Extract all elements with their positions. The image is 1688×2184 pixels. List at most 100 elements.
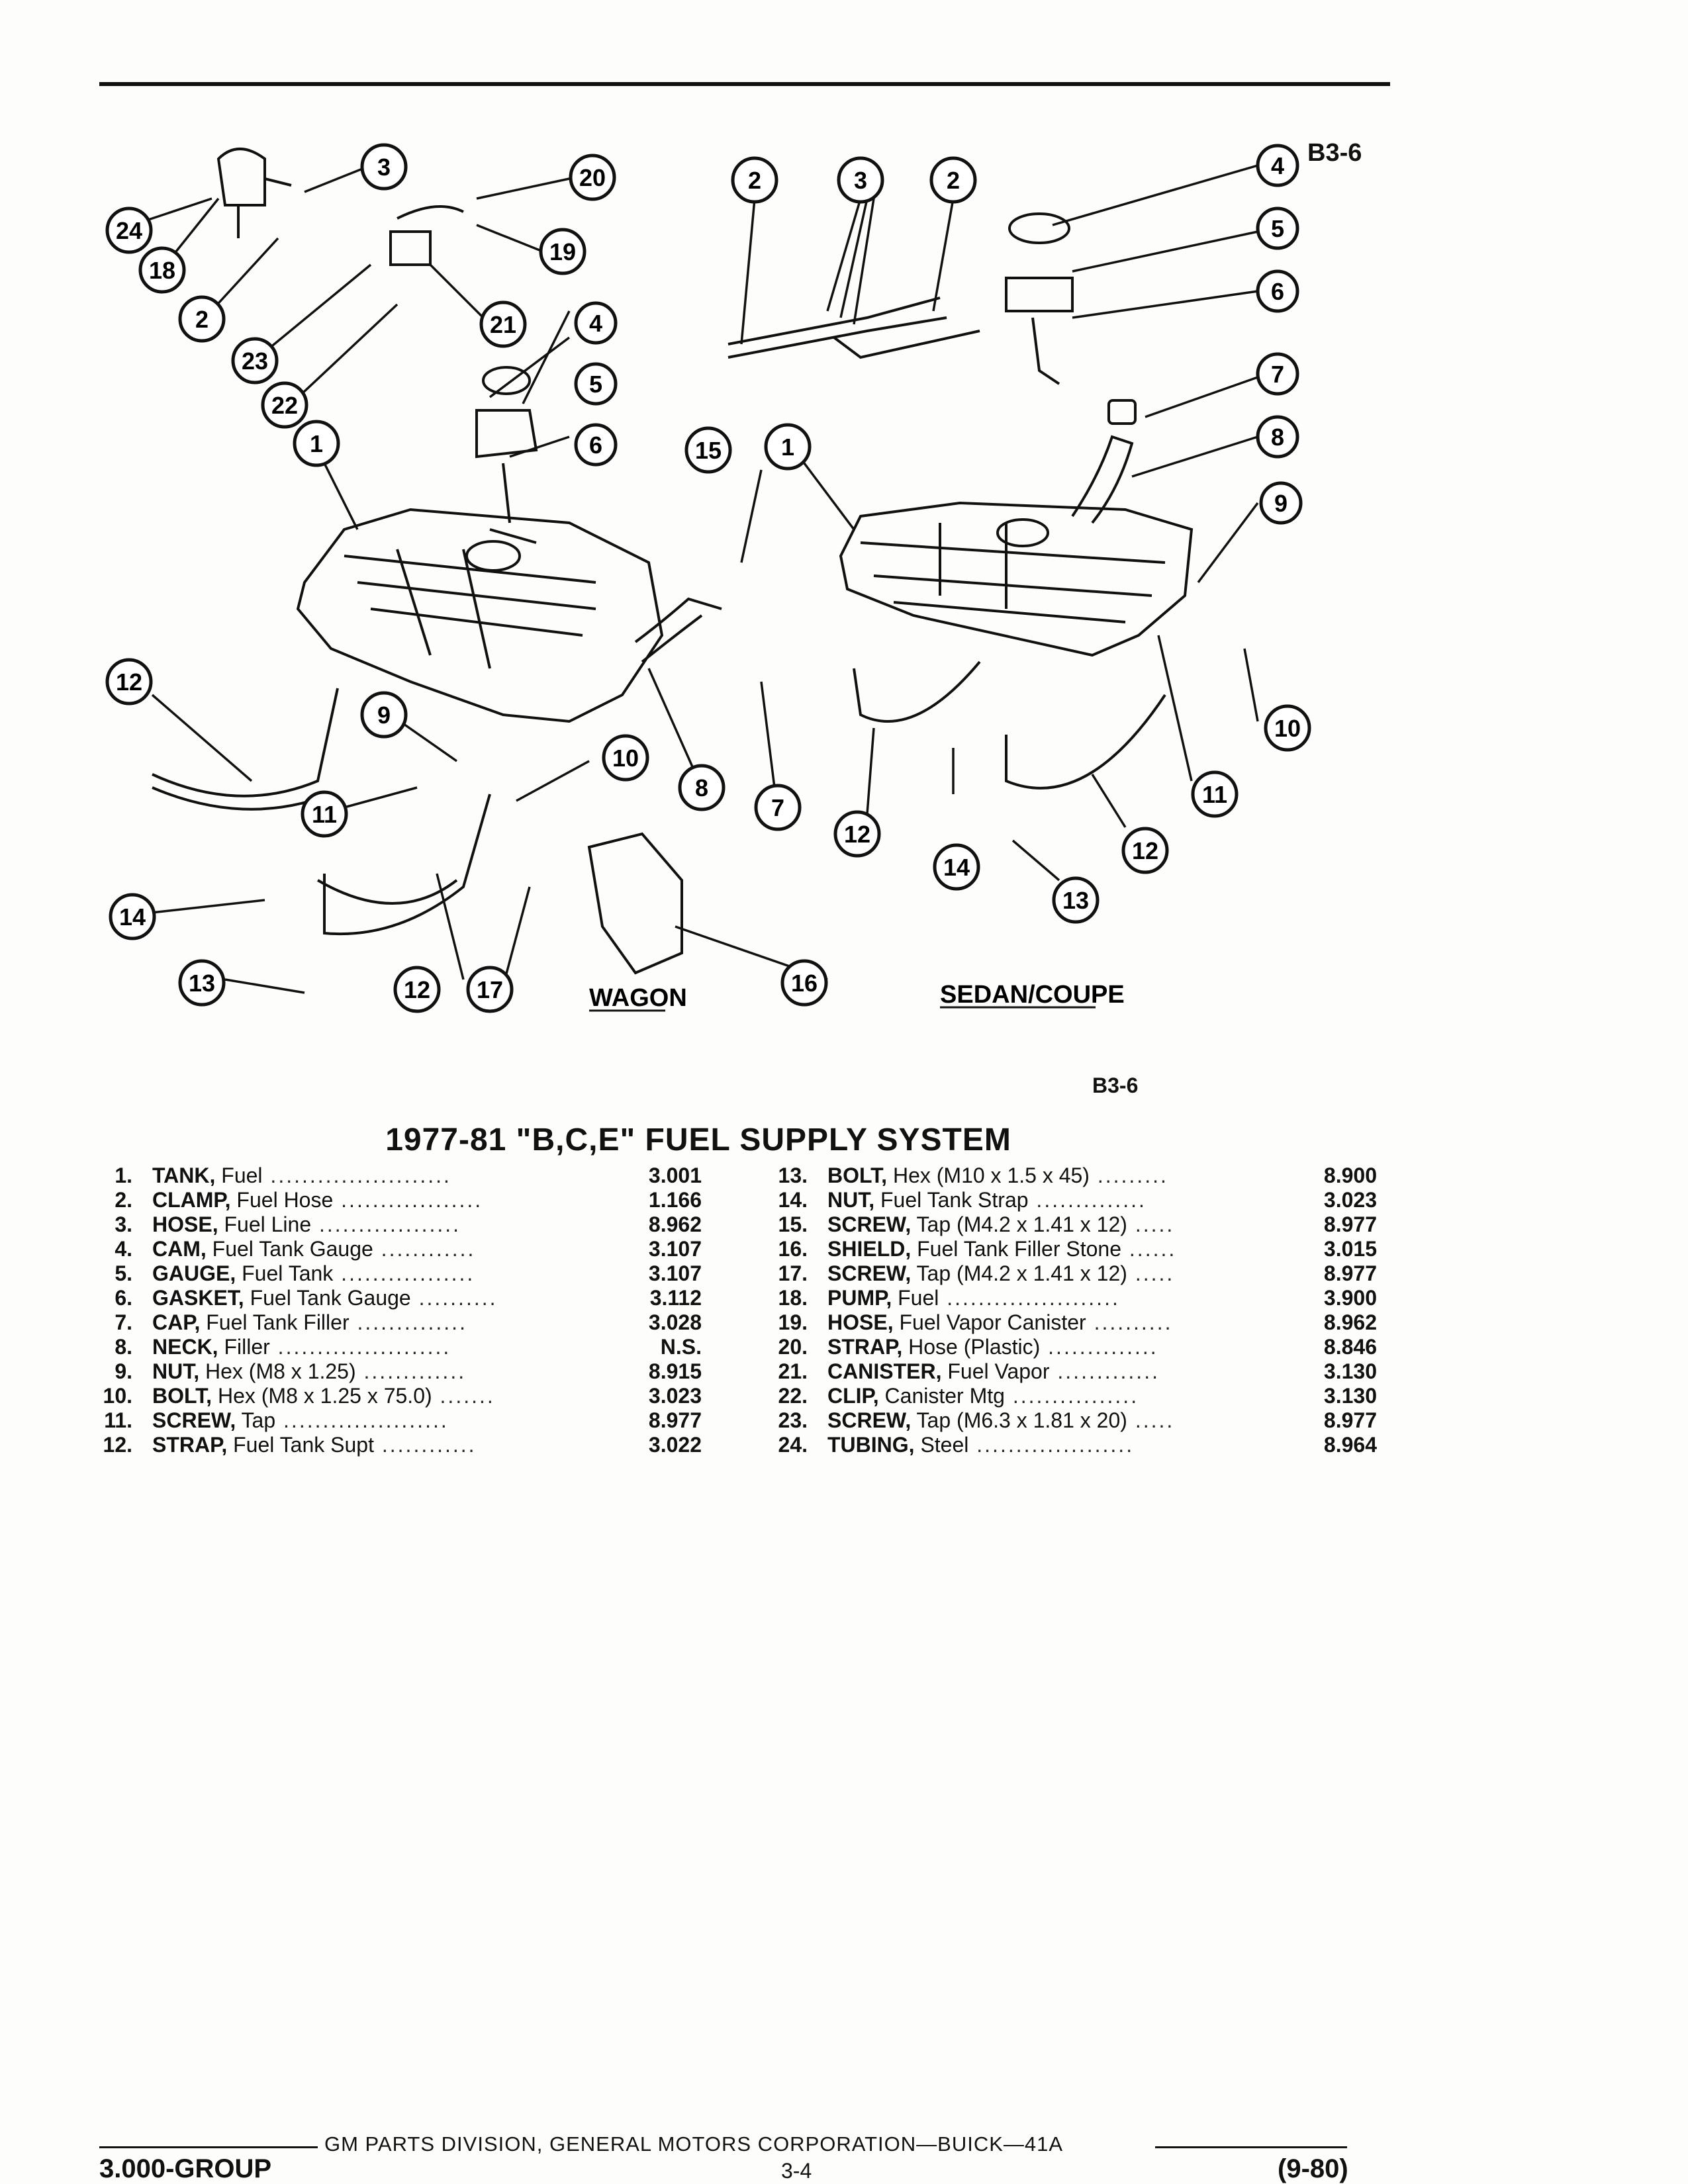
part-number: 23.: [778, 1408, 808, 1432]
part-description: CAM, Fuel Tank Gauge ............: [152, 1237, 609, 1261]
part-number: 11.: [104, 1408, 132, 1432]
svg-text:2: 2: [947, 167, 960, 194]
part-row: 16.SHIELD, Fuel Tank Filler Stone ......…: [761, 1237, 1377, 1261]
group-number: 8.846: [1323, 1335, 1377, 1359]
group-number: 3.130: [1323, 1359, 1377, 1383]
part-detail: Fuel Tank Gauge: [244, 1286, 411, 1310]
svg-text:1: 1: [310, 430, 323, 457]
dot-leader: .................: [333, 1261, 475, 1285]
callout-22: 22: [261, 381, 308, 429]
part-description: SCREW, Tap (M4.2 x 1.41 x 12) .....: [827, 1212, 1284, 1237]
exploded-parts-diagram: 24 18 3 2 23 22 20 19 21 4 5 6 1 12 9 11…: [105, 143, 1311, 1013]
part-number: 7.: [115, 1310, 132, 1334]
part-row: 22.CLIP, Canister Mtg ................3.…: [761, 1384, 1377, 1408]
part-detail: Tap (M6.3 x 1.81 x 20): [911, 1408, 1127, 1432]
callout-11b: 11: [1191, 770, 1239, 818]
part-detail: Fuel Vapor: [941, 1359, 1050, 1383]
svg-text:4: 4: [1271, 152, 1284, 179]
dot-leader: ..........: [410, 1286, 498, 1310]
footer-publisher: GM PARTS DIVISION, GENERAL MOTORS CORPOR…: [324, 2132, 1064, 2156]
callout-6b: 6: [1256, 269, 1299, 313]
part-detail: Fuel Hose: [230, 1188, 334, 1212]
part-detail: Fuel Vapor Canister: [893, 1310, 1086, 1334]
callout-2: 2: [178, 295, 226, 343]
part-row: 12.STRAP, Fuel Tank Supt ............3.0…: [86, 1433, 702, 1457]
part-name: TUBING,: [827, 1433, 915, 1457]
callout-4: 4: [574, 301, 618, 345]
part-description: GASKET, Fuel Tank Gauge ..........: [152, 1286, 609, 1310]
sedan-coupe-label: SEDAN/COUPE: [940, 981, 1125, 1009]
part-detail: Tap (M4.2 x 1.41 x 12): [911, 1261, 1127, 1285]
part-number: 17.: [778, 1261, 808, 1285]
dot-leader: ....................: [968, 1433, 1135, 1457]
dot-leader: ......: [1121, 1237, 1177, 1261]
group-number: 3.107: [648, 1237, 702, 1261]
part-row: 19.HOSE, Fuel Vapor Canister ..........8…: [761, 1310, 1377, 1335]
dot-leader: ......................: [269, 1335, 451, 1359]
dot-leader: .........: [1089, 1163, 1168, 1187]
part-description: NECK, Filler ......................: [152, 1335, 609, 1359]
parts-list-right: 13.BOLT, Hex (M10 x 1.5 x 45) .........8…: [761, 1163, 1377, 1457]
part-detail: Fuel: [892, 1286, 939, 1310]
dot-leader: .....: [1127, 1408, 1175, 1432]
callout-21: 21: [479, 300, 527, 348]
part-description: HOSE, Fuel Vapor Canister ..........: [827, 1310, 1284, 1335]
part-number: 13.: [778, 1163, 808, 1187]
part-description: SHIELD, Fuel Tank Filler Stone ......: [827, 1237, 1284, 1261]
part-detail: Tap (M4.2 x 1.41 x 12): [911, 1212, 1127, 1236]
leader-lines: [132, 164, 1259, 994]
group-number: 1.166: [648, 1188, 702, 1212]
part-description: SCREW, Tap (M4.2 x 1.41 x 12) .....: [827, 1261, 1284, 1286]
part-description: CAP, Fuel Tank Filler ..............: [152, 1310, 609, 1335]
svg-text:23: 23: [242, 347, 268, 375]
part-name: BOLT,: [827, 1163, 888, 1187]
svg-text:22: 22: [271, 392, 298, 419]
dot-leader: ..................: [311, 1212, 461, 1236]
part-row: 18.PUMP, Fuel ......................3.90…: [761, 1286, 1377, 1310]
vapor-canister: [389, 205, 464, 266]
part-name: BOLT,: [152, 1384, 212, 1408]
part-number: 22.: [778, 1384, 808, 1408]
callout-4b: 4: [1256, 144, 1299, 187]
callout-18: 18: [138, 246, 186, 294]
part-number: 21.: [778, 1359, 808, 1383]
part-row: 15.SCREW, Tap (M4.2 x 1.41 x 12) .....8.…: [761, 1212, 1377, 1237]
part-row: 5.GAUGE, Fuel Tank .................3.10…: [86, 1261, 702, 1286]
callout-14b: 14: [933, 843, 980, 891]
part-row: 10.BOLT, Hex (M8 x 1.25 x 75.0) .......3…: [86, 1384, 702, 1408]
part-row: 4.CAM, Fuel Tank Gauge ............3.107: [86, 1237, 702, 1261]
part-number: 18.: [778, 1286, 808, 1310]
dot-leader: ..................: [333, 1188, 483, 1212]
group-number: 3.022: [648, 1433, 702, 1457]
svg-text:20: 20: [579, 164, 606, 191]
footer-rule-left: [99, 2146, 318, 2148]
part-detail: Fuel Tank Filler Stone: [911, 1237, 1122, 1261]
part-description: SCREW, Tap .....................: [152, 1408, 609, 1433]
svg-text:3: 3: [377, 154, 391, 181]
callouts: 24 18 3 2 23 22 20 19 21 4 5 6 1 12 9 11…: [105, 143, 1311, 1013]
dot-leader: ..........: [1086, 1310, 1173, 1334]
part-number: 12.: [103, 1433, 132, 1457]
svg-text:7: 7: [1271, 361, 1284, 388]
part-number: 14.: [778, 1188, 808, 1212]
group-number: 8.915: [648, 1359, 702, 1383]
part-number: 1.: [115, 1163, 132, 1187]
part-name: HOSE,: [152, 1212, 218, 1236]
svg-text:7: 7: [771, 794, 784, 821]
part-detail: Hex (M8 x 1.25): [199, 1359, 356, 1383]
part-row: 6.GASKET, Fuel Tank Gauge ..........3.11…: [86, 1286, 702, 1310]
svg-text:11: 11: [1202, 781, 1227, 808]
svg-text:16: 16: [791, 970, 818, 997]
dot-leader: .......: [432, 1384, 495, 1408]
callout-3: 3: [360, 143, 408, 191]
dot-leader: ................: [1004, 1384, 1139, 1408]
callout-9: 9: [360, 691, 408, 739]
part-name: GAUGE,: [152, 1261, 236, 1285]
dot-leader: .....: [1127, 1261, 1175, 1285]
part-name: CAP,: [152, 1310, 201, 1334]
svg-text:14: 14: [119, 903, 146, 931]
part-description: BOLT, Hex (M8 x 1.25 x 75.0) .......: [152, 1384, 609, 1408]
part-name: SHIELD,: [827, 1237, 912, 1261]
stone-shield: [587, 832, 683, 975]
part-detail: Hex (M8 x 1.25 x 75.0): [212, 1384, 432, 1408]
